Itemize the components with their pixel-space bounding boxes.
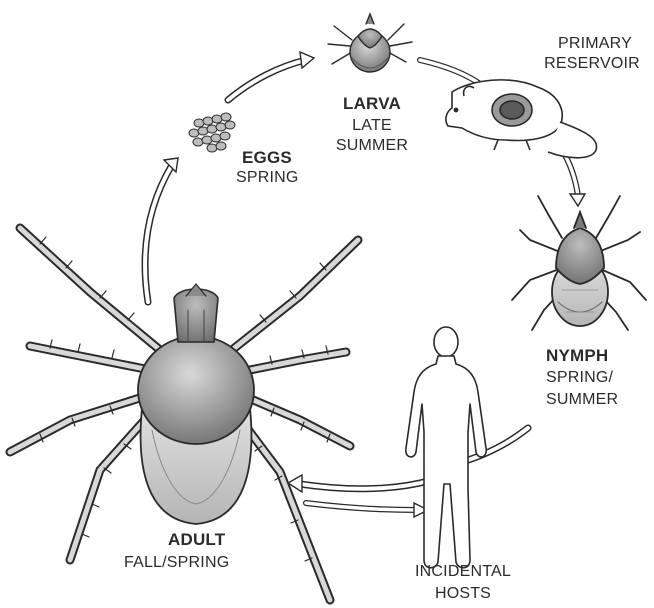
larva-illustration [328,14,412,72]
human-illustration [406,327,487,568]
eggs-label: EGGS [242,148,292,168]
mouse-illustration [446,80,597,158]
nymph-season-line1: SPRING/ [546,368,613,388]
eggs-season: SPRING [236,168,299,188]
incidental-hosts-line2: HOSTS [398,584,528,604]
nymph-illustration [512,196,646,330]
adult-season: FALL/SPRING [124,553,229,573]
larva-season-line2: SUMMER [320,136,424,156]
incidental-hosts-line1: INCIDENTAL [398,562,528,582]
nymph-label: NYMPH [546,346,608,366]
primary-reservoir-line1: PRIMARY [540,34,650,54]
primary-reservoir-line2: RESERVOIR [532,54,652,74]
arrow-eggs-to-larva [228,60,306,100]
larva-season-line1: LATE [330,116,414,136]
adult-label: ADULT [168,530,225,550]
eggs-illustration [189,113,235,152]
nymph-season-line2: SUMMER [546,390,618,410]
larva-label: LARVA [330,94,414,114]
